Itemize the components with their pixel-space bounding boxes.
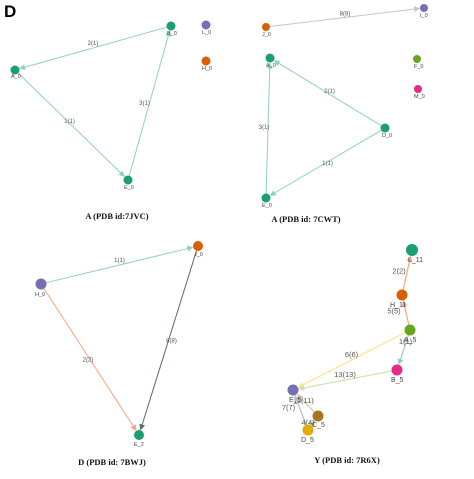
node-l-11 — [406, 244, 418, 256]
edge-e0b-a0b — [265, 62, 273, 194]
edge-h0c-j0c — [46, 245, 194, 284]
node-e-5 — [287, 384, 299, 396]
node-layer: A_0 B_0E_0 L_0H_0 — [10, 20, 212, 191]
edge-layer: 8(8) 2(1) 3(1) 1(1) — [259, 6, 421, 196]
edge-a5-e5 — [297, 331, 406, 388]
edge-label: 3(1) — [259, 125, 270, 131]
node-e-2 — [134, 430, 144, 440]
edge-d5-c5 — [308, 420, 315, 428]
edge-label: 4(4) — [301, 418, 315, 427]
edge-a0-e0 — [17, 72, 125, 177]
node-label: B_0 — [167, 31, 177, 37]
edge-label: 8(8) — [166, 339, 177, 345]
node-label: D_5 — [301, 437, 314, 444]
node-e-0 — [261, 193, 271, 203]
edge-label: 2(1) — [324, 89, 335, 95]
node-label: M_0 — [414, 94, 425, 100]
edge-label: 1(1) — [322, 161, 333, 167]
caption-7bwj: D (PDB id: 7BWJ) — [78, 457, 146, 467]
edge-label: 2(1) — [88, 41, 99, 47]
node-label: A_0 — [266, 63, 276, 69]
edge-label: 6(6) — [345, 350, 359, 359]
node-h-11 — [396, 289, 408, 301]
edge-j0-i0 — [269, 6, 421, 27]
node-d-0 — [380, 123, 390, 133]
edge-h0c-e2 — [43, 288, 137, 431]
edge-label: 3(1) — [139, 101, 150, 107]
panel-letter: D — [4, 2, 16, 21]
node-c-5 — [312, 410, 324, 422]
node-label: E_0 — [124, 185, 134, 191]
edge-label: 2(2) — [392, 267, 406, 276]
node-label: H_11 — [390, 302, 406, 309]
node-label: H_0 — [35, 292, 45, 298]
edge-b0-a0 — [19, 26, 167, 71]
node-label: A_5 — [404, 337, 417, 344]
node-d-5 — [302, 424, 314, 436]
node-e-0 — [123, 175, 133, 185]
edge-label: 1(1) — [64, 119, 75, 125]
edge-d5-e5 — [294, 395, 307, 426]
node-h-0 — [35, 278, 47, 290]
edge-layer: 2(2) 5(5) 1(1) 6(6) 13(13) 11(11)7(7) 4(4) — [282, 255, 413, 428]
edge-a5-b5 — [397, 335, 409, 365]
node-label: F_0 — [414, 64, 423, 70]
panel-7jvc: 2(1) 1(1) 3(1) A_0 B_0E_0 L_0H_0 A (PDB id:7… — [10, 20, 212, 221]
edge-label: 11(11) — [293, 396, 314, 405]
edge-e0-b0 — [128, 30, 172, 176]
node-a-5 — [404, 324, 416, 336]
node-label: L_11 — [408, 257, 423, 264]
node-label: L_0 — [202, 30, 211, 36]
node-layer: L_11H_11A_5B_5E_5C_5D_5 — [287, 244, 423, 444]
node-i-0 — [420, 4, 428, 12]
node-label: E_5 — [289, 397, 302, 404]
node-m-0 — [414, 85, 422, 93]
edge-a5-h11 — [401, 300, 410, 325]
node-layer: H_0 J_0E_2 — [35, 241, 203, 448]
edge-d0-e0b — [269, 129, 382, 196]
node-label: C_5 — [312, 422, 325, 429]
node-l-0 — [201, 20, 211, 30]
node-a-0 — [265, 53, 275, 63]
node-label: E_0 — [262, 203, 272, 209]
node-label: J_0 — [262, 32, 271, 38]
edge-h11-l11 — [402, 255, 413, 290]
edge-label: 1(1) — [114, 258, 125, 264]
edge-b5-e5 — [298, 370, 392, 391]
edge-label: 7(7) — [282, 403, 296, 412]
node-label: A_0 — [11, 74, 21, 80]
caption-7r6x: Y (PDB id: 7R6X) — [314, 455, 380, 465]
edge-label: 13(13) — [334, 370, 356, 379]
node-f-0 — [413, 55, 421, 63]
caption-7jvc: A (PDB id:7JVC) — [85, 211, 148, 221]
edge-label: 5(5) — [387, 307, 401, 316]
node-label: I_0 — [420, 13, 428, 19]
caption-7cwt: A (PDB id: 7CWT) — [271, 214, 340, 224]
panel-7r6x: 2(2) 5(5) 1(1) 6(6) 13(13) 11(11)7(7) 4(4) L_1… — [282, 244, 423, 465]
edge-j0c-e2 — [139, 250, 197, 431]
edge-c5-e5 — [296, 393, 315, 413]
edge-label: 1(1) — [399, 337, 413, 346]
node-a-0 — [10, 65, 20, 75]
edge-layer: 2(1) 1(1) 3(1) — [17, 26, 172, 177]
edge-label: 2(2) — [83, 358, 94, 364]
node-h-0 — [201, 56, 211, 66]
edge-d0-a0b — [273, 60, 382, 127]
node-label: B_5 — [391, 377, 404, 384]
node-label: D_0 — [382, 133, 392, 139]
node-layer: J_0 I_0A_0 F_0M_0D_0E_0 — [261, 4, 428, 209]
node-label: E_2 — [134, 442, 144, 448]
edge-label: 8(8) — [340, 12, 351, 18]
node-b-5 — [391, 364, 403, 376]
edge-layer: 1(1) 2(2) 8(8) — [43, 245, 197, 431]
node-b-0 — [166, 21, 176, 31]
node-j-0 — [193, 241, 203, 251]
node-label: J_0 — [194, 252, 203, 258]
node-j-0 — [262, 23, 270, 31]
node-label: H_0 — [202, 66, 212, 72]
panel-7cwt: 8(8) 2(1) 3(1) 1(1) J_0 I_0A_0 F_0M_0D_0E_0 A… — [259, 4, 428, 224]
panel-7bwj: 1(1) 2(2) 8(8) H_0 J_0E_2 D (PDB id: 7BWJ) — [35, 241, 203, 467]
